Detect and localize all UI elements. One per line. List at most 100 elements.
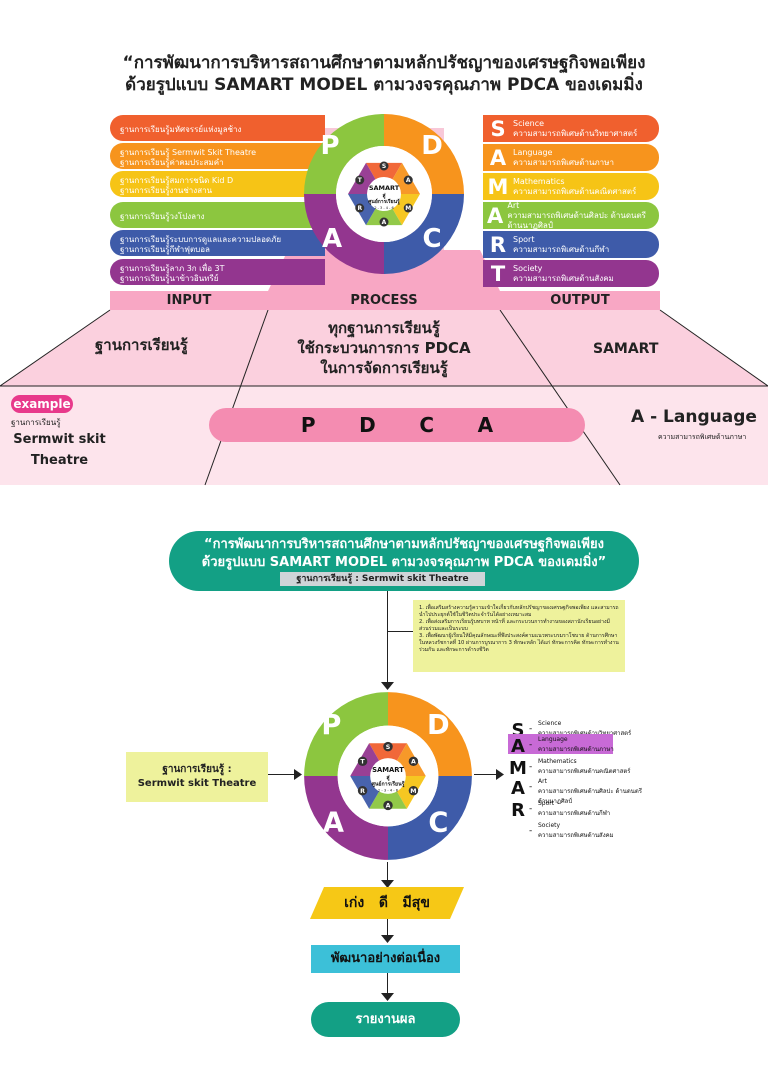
hex-dot [408,756,419,767]
output-example-desc: ความสามารถพิเศษด้านภาษา [658,433,747,441]
output-bar-letter: R [489,232,507,257]
input-bar-1: ฐานการเรียนรู้มหัศจรรย์แห่งมูลช้าง [110,115,325,141]
objective-1: 1. เพื่อเสริมสร้างความรู้ความเข้าใจเกี่ย… [419,605,619,618]
hex-letter: M [405,205,411,212]
mid-process-line1: ทุกฐานการเรียนรู้ [328,319,440,337]
top-title-line1: “การพัฒนาการบริหารสถานศึกษาตามหลักปรัชญา… [122,53,646,73]
divider-right [499,309,621,486]
output-bar-desc: ความสามารถพิเศษด้านคณิตศาสตร์ [513,186,637,196]
wheel-quadrant-c [384,194,464,274]
flow-title-line1: “การพัฒนาการบริหารสถานศึกษาตามหลักปรัชญา… [204,537,604,552]
step2-box: พัฒนาอย่างต่อเนื่อง [311,945,460,973]
output-bar-name: Art [507,200,520,210]
flow-subtitle: ฐานการเรียนรู้ : Sermwit skit Theatre [280,572,485,586]
wheel-quadrant-a [304,194,384,274]
pdca-bar-p: P [300,413,316,437]
flow-title-line2: ด้วยรูปแบบ SAMART MODEL ตามวงจรคุณภาพ PD… [201,555,607,570]
hex-dot [403,203,413,213]
output-bar-letter: T [490,261,506,286]
divider-left [204,309,269,486]
output-example-title: A - Language [631,407,757,427]
example-badge: example [11,395,73,413]
hex-dot [355,203,365,213]
arrow-step2-to-step3 [387,973,388,997]
wheel-center-text: 2 - 3 - 4 - 6 [374,206,393,210]
pdca-bar-d: D [359,413,376,437]
wheel-letter-c: C [422,224,441,254]
wheel-center-text: สู่ [382,192,386,200]
hex-segment [369,743,407,762]
mid-process-text: ทุกฐานการเรียนรู้ ใช้กระบวนการการ PDCA ใ… [268,318,500,378]
flow-left-box-line1: ฐานการเรียนรู้ : [162,764,232,775]
hex-letter: S [382,163,386,170]
flow-output-name: Sport [538,800,555,807]
output-bar-letter: A [489,145,507,170]
arrowhead-3 [496,769,504,780]
arrow-step1-to-step2 [387,919,388,939]
hex-dot [379,217,389,227]
output-bar-name: Science [513,118,545,128]
dash: - [529,740,533,750]
wheel-quadrant-c [388,776,472,860]
example-value-line2: Theatre [30,453,89,468]
dash: - [529,826,533,836]
input-bar-line2: ฐานการเรียนรู้นาข้าวอินทรีย์ [120,273,219,283]
arrow-wheel-to-output [474,774,498,775]
wheel-quadrant-d [388,692,472,776]
example-value: Sermwit skit Theatre [12,429,107,471]
hex-dot [357,785,368,796]
flow-output-name: Language [538,736,568,743]
input-bar-line1: ฐานการเรียนรู้ระบบการดูแลและความปลอดภัย [120,234,282,244]
input-bar-5: ฐานการเรียนรู้ระบบการดูแลและความปลอดภัยฐ… [110,230,325,256]
hex-segment [366,207,402,226]
pdca-bar: P D C A [209,408,585,442]
wheel-center-text: SAMART [369,184,400,192]
pdca-bar-c: C [419,413,435,437]
hex-letter: A [382,219,387,226]
output-bar-desc: ความสามารถพิเศษด้านวิทยาศาสตร์ [513,128,638,138]
header-output: OUTPUT [500,291,660,310]
flow-output-desc: ความสามารถพิเศษด้านศิลปะ ด้านดนตรี ด้านน… [538,788,642,805]
hex-dot [357,756,368,767]
hex-dot [408,785,419,796]
input-bar-line1: ฐานการเรียนรู้ลาภ 3ก เพื่อ 3T [120,263,225,273]
hex-letter: A [386,803,391,810]
wheel-core [367,177,401,211]
top-background-shapes [0,128,768,486]
hex-letter: A [406,177,411,184]
step1-shape [310,887,464,919]
flow-output-letter: M [509,758,527,779]
output-bar-desc: ความสามารถพิเศษด้านกีฬา [513,244,610,254]
wheel-center-text: สู่ [386,774,390,782]
step1-text: เก่ง ดี มีสุข [344,895,430,911]
wheel-letter-c: C [428,808,448,839]
wheel-letter-a: A [322,224,342,254]
output-bar-name: Mathematics [513,176,565,186]
divider-edge-right [659,309,768,387]
input-bar-line2: ฐานการเรียนรู้งานช่างสาน [120,185,213,195]
arrowhead-1 [381,682,394,690]
header-input: INPUT [110,291,268,310]
flow-output-name: Art [538,778,547,785]
arrow-left-to-wheel [268,774,298,775]
mid-input-text: ฐานการเรียนรู้ [95,336,188,354]
hex-letter: R [360,788,365,795]
step3-pill: รายงานผล [311,1002,460,1037]
input-bar-line1: ฐานการเรียนรู้วงโปงลาง [120,211,205,221]
wheel-letter-d: D [427,710,450,741]
wheel-quadrant-p [304,114,384,194]
